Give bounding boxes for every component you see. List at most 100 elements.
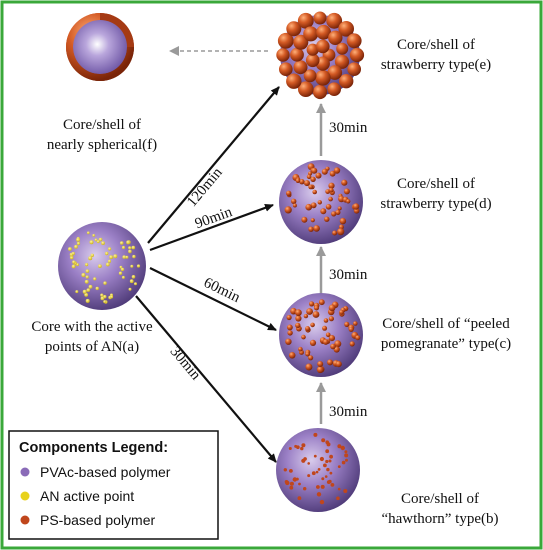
ps-ball bbox=[276, 48, 290, 62]
ps-point bbox=[303, 487, 307, 491]
ps-point bbox=[335, 361, 342, 368]
ps-ball bbox=[316, 39, 330, 54]
legend-swatch-pvac bbox=[20, 467, 30, 477]
an-point bbox=[84, 293, 89, 297]
ps-point bbox=[328, 335, 335, 342]
ps-balls-e bbox=[276, 11, 365, 100]
ps-point bbox=[311, 471, 316, 476]
ps-point bbox=[346, 199, 351, 204]
ps-point bbox=[291, 198, 297, 204]
an-point bbox=[95, 286, 99, 291]
legend-box bbox=[8, 430, 219, 540]
an-point bbox=[131, 245, 136, 250]
ps-point bbox=[301, 216, 308, 223]
ps-point bbox=[321, 438, 326, 443]
ps-point bbox=[308, 355, 314, 361]
particle-e bbox=[276, 11, 365, 100]
label-f-line1: Core/shell of bbox=[63, 117, 141, 133]
an-point bbox=[103, 300, 107, 304]
ps-ball bbox=[327, 65, 343, 80]
an-point bbox=[128, 287, 132, 291]
ps-ball bbox=[303, 26, 319, 42]
ps-ball bbox=[316, 24, 331, 40]
particle-b bbox=[276, 428, 360, 512]
ps-point bbox=[295, 322, 301, 329]
ps-point bbox=[328, 459, 332, 463]
ps-point bbox=[314, 305, 319, 311]
ps-point bbox=[326, 442, 331, 447]
an-point bbox=[88, 284, 93, 289]
ps-point bbox=[310, 202, 317, 209]
ps-point bbox=[310, 218, 315, 223]
ps-point bbox=[305, 203, 313, 211]
ps-point bbox=[285, 338, 292, 345]
an-point bbox=[109, 295, 114, 299]
an-point bbox=[121, 275, 125, 279]
an-point bbox=[100, 293, 104, 297]
an-point bbox=[113, 254, 118, 259]
an-point bbox=[85, 263, 89, 267]
ps-point bbox=[295, 477, 299, 481]
ps-point bbox=[312, 189, 318, 195]
an-point bbox=[68, 247, 72, 251]
ps-ball bbox=[290, 47, 304, 62]
ps-ball bbox=[279, 62, 293, 76]
ps-point bbox=[305, 363, 313, 371]
time-b-to-c: 30min bbox=[329, 404, 368, 420]
ps-ball bbox=[315, 70, 331, 86]
ps-point bbox=[295, 178, 301, 183]
ps-point bbox=[321, 168, 328, 175]
label-b-line2: “hawthorn” type(b) bbox=[381, 511, 498, 527]
ps-ball bbox=[339, 74, 354, 89]
ps-point bbox=[328, 304, 336, 312]
ps-point bbox=[315, 470, 319, 474]
ps-point bbox=[327, 359, 333, 366]
ps-point bbox=[320, 484, 325, 489]
ps-ball bbox=[328, 30, 343, 45]
ps-point bbox=[295, 315, 302, 322]
ps-point bbox=[288, 352, 296, 359]
ps-point bbox=[317, 361, 324, 367]
ps-point bbox=[307, 474, 311, 478]
ps-point bbox=[352, 203, 360, 210]
ps-point bbox=[330, 343, 336, 350]
ps-point bbox=[344, 321, 350, 327]
an-point bbox=[71, 264, 76, 269]
label-b-line1: Core/shell of bbox=[401, 491, 479, 507]
ps-ball bbox=[297, 12, 314, 29]
ps-point bbox=[289, 485, 294, 490]
an-point bbox=[90, 253, 95, 257]
ps-point bbox=[326, 467, 330, 472]
an-point bbox=[75, 290, 79, 294]
an-point bbox=[89, 240, 94, 245]
ps-ball bbox=[347, 62, 362, 76]
arrow-a-to-c bbox=[149, 267, 277, 331]
ps-point bbox=[328, 182, 335, 189]
ps-point bbox=[323, 318, 329, 323]
ps-point bbox=[287, 330, 293, 336]
ps-point bbox=[322, 325, 328, 331]
ps-point bbox=[313, 454, 317, 458]
an-point bbox=[94, 238, 98, 242]
ps-point bbox=[334, 340, 342, 348]
label-a-line1: Core with the active bbox=[31, 319, 153, 335]
an-point bbox=[130, 264, 134, 268]
ps-point bbox=[292, 203, 297, 208]
an-point bbox=[92, 234, 96, 237]
ps-point bbox=[295, 309, 302, 317]
an-point bbox=[103, 281, 107, 285]
ps-point bbox=[332, 230, 338, 236]
ps-point bbox=[328, 196, 333, 202]
legend: Components Legend: PVAc-based polymer AN… bbox=[8, 430, 219, 540]
ps-point bbox=[305, 326, 311, 332]
label-f-line2: nearly spherical(f) bbox=[47, 137, 157, 153]
ps-point bbox=[289, 481, 294, 486]
legend-swatch-an bbox=[20, 491, 30, 501]
ps-point bbox=[330, 483, 335, 487]
ps-point bbox=[311, 167, 318, 174]
ps-ball bbox=[338, 21, 355, 37]
ps-point bbox=[325, 332, 331, 338]
ps-point bbox=[312, 311, 320, 318]
an-active-points bbox=[68, 231, 141, 304]
ps-point bbox=[284, 206, 292, 214]
